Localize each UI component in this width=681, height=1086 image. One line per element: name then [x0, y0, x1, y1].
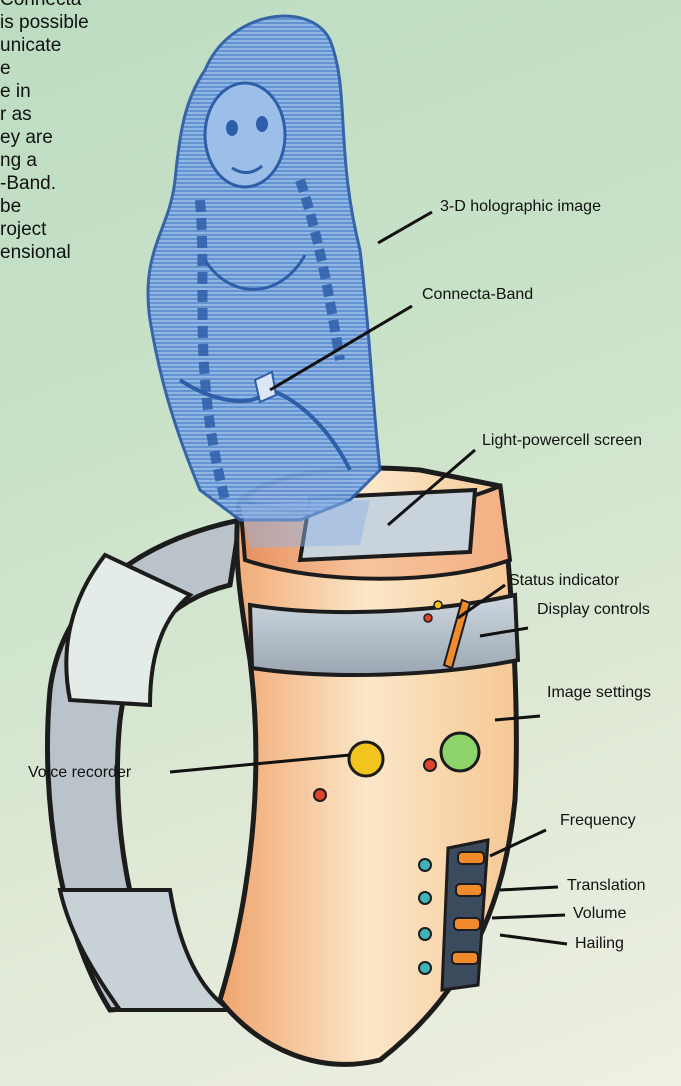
label-light-powercell-screen: Light-powercell screen — [482, 432, 642, 450]
label-connecta-band: Connecta-Band — [422, 286, 533, 304]
leader-volume — [492, 915, 565, 918]
label-frequency: Frequency — [560, 812, 636, 830]
label-3d-holographic-image: 3-D holographic image — [440, 198, 601, 216]
label-volume: Volume — [573, 905, 626, 923]
label-translation: Translation — [567, 877, 646, 895]
label-voice-recorder: Voice recorder — [28, 764, 131, 782]
label-hailing: Hailing — [575, 935, 624, 953]
label-image-settings: Image settings — [547, 684, 651, 702]
leader-translation — [500, 887, 558, 890]
leader-holographic — [378, 212, 432, 243]
label-status-indicator: Status indicator — [509, 572, 619, 590]
hologram-figure — [148, 16, 380, 548]
label-display-controls: Display controls — [537, 601, 650, 619]
leader-hailing — [500, 935, 567, 944]
connecta-band-device — [220, 468, 518, 1064]
